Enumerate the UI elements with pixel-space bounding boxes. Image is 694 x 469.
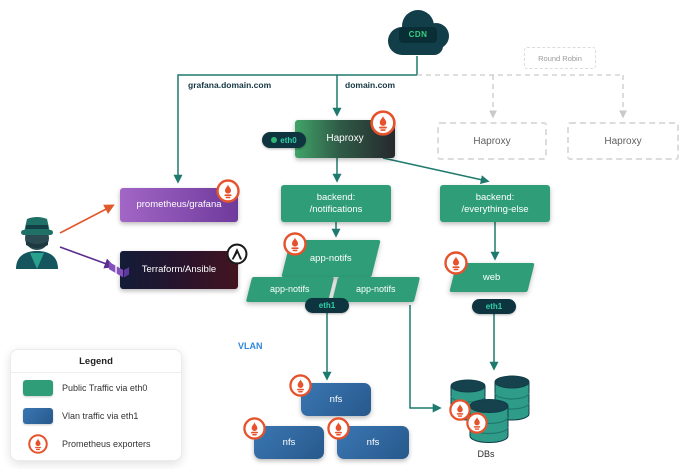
node-haproxy-dashed-1-label: Haproxy bbox=[473, 135, 511, 147]
node-app-notifs-1-label: app-notifs bbox=[310, 252, 352, 264]
edge-operator-to-prometheus-grafana bbox=[59, 204, 115, 234]
node-nfs-2-label: nfs bbox=[282, 436, 296, 448]
prometheus-exporter-icon bbox=[327, 417, 350, 440]
node-haproxy-main: Haproxy bbox=[295, 120, 395, 158]
edge-haproxy-to-backend-everything-else bbox=[382, 157, 490, 185]
node-app-notifs-2-label: app-notifs bbox=[270, 283, 310, 294]
node-terraform-ansible-label: Terraform/Ansible bbox=[141, 264, 217, 276]
legend-item-prometheus: Prometheus exporters bbox=[11, 431, 181, 457]
node-prometheus-grafana-label: prometheus/grafana bbox=[136, 199, 222, 211]
prometheus-exporter-icon bbox=[216, 179, 240, 203]
node-nfs-1: nfs bbox=[301, 383, 371, 416]
prometheus-exporter-icon bbox=[466, 412, 488, 434]
operator-person-icon bbox=[10, 211, 64, 269]
edge-label-grafana-domain: grafana.domain.com bbox=[188, 80, 272, 90]
node-haproxy-main-label: Haproxy bbox=[326, 132, 364, 144]
ansible-logo-icon bbox=[226, 243, 248, 265]
node-nfs-3: nfs bbox=[337, 426, 409, 459]
eth0-badge: eth0 bbox=[262, 132, 306, 148]
prometheus-exporter-icon bbox=[444, 251, 468, 275]
node-nfs-1-label: nfs bbox=[329, 393, 343, 405]
node-haproxy-dashed-1: Haproxy bbox=[437, 122, 547, 160]
eth0-dot bbox=[271, 137, 278, 143]
terraform-logo-icon bbox=[108, 260, 130, 282]
node-haproxy-dashed-2: Haproxy bbox=[567, 122, 679, 160]
round-robin-note: Round Robin bbox=[524, 47, 596, 69]
prometheus-exporter-icon bbox=[370, 110, 396, 136]
vlan-label: VLAN bbox=[238, 341, 263, 351]
eth0-label: eth0 bbox=[280, 135, 297, 145]
node-backend-everything-else: backend: /everything-else bbox=[440, 185, 550, 222]
edge-operator-to-terraform-ansible bbox=[59, 246, 115, 269]
node-haproxy-dashed-2-label: Haproxy bbox=[604, 135, 642, 147]
node-backend-everything-else-label: backend: /everything-else bbox=[461, 191, 529, 215]
node-nfs-2: nfs bbox=[254, 426, 324, 459]
node-backend-notifications: backend: /notifications bbox=[281, 185, 391, 222]
prometheus-exporter-icon bbox=[289, 374, 312, 397]
legend-item-prometheus-label: Prometheus exporters bbox=[62, 439, 151, 449]
prometheus-exporter-icon bbox=[243, 417, 266, 440]
legend-item-vlan-traffic-label: Vlan traffic via eth1 bbox=[62, 411, 139, 421]
legend-panel: Legend Public Traffic via eth0 Vlan traf… bbox=[10, 349, 182, 461]
node-terraform-ansible: Terraform/Ansible bbox=[120, 251, 238, 289]
node-backend-notifications-label: backend: /notifications bbox=[309, 191, 363, 215]
node-web-label: web bbox=[483, 271, 501, 283]
eth1-badge-web: eth1 bbox=[472, 299, 516, 314]
legend-swatch-blue bbox=[23, 408, 53, 424]
prometheus-exporter-icon bbox=[283, 232, 307, 256]
eth1-app-label: eth1 bbox=[318, 301, 336, 310]
legend-item-public-traffic-label: Public Traffic via eth0 bbox=[62, 383, 148, 393]
legend-swatch-green bbox=[23, 380, 53, 396]
legend-item-public-traffic: Public Traffic via eth0 bbox=[11, 375, 181, 401]
cdn-label: CDN bbox=[399, 27, 437, 43]
legend-item-vlan-traffic: Vlan traffic via eth1 bbox=[11, 403, 181, 429]
round-robin-label: Round Robin bbox=[538, 53, 582, 63]
edge-appnotifs-to-dbs bbox=[409, 305, 442, 413]
node-nfs-3-label: nfs bbox=[366, 436, 380, 448]
edge-label-domain: domain.com bbox=[345, 80, 396, 90]
cdn-cloud-icon: CDN bbox=[381, 5, 455, 59]
dbs-label: DBs bbox=[477, 449, 495, 459]
legend-title: Legend bbox=[11, 356, 181, 373]
eth1-badge-app: eth1 bbox=[305, 298, 349, 313]
prometheus-exporter-icon bbox=[23, 434, 53, 454]
node-app-notifs-3-label: app-notifs bbox=[356, 283, 396, 294]
eth1-web-label: eth1 bbox=[485, 302, 503, 311]
